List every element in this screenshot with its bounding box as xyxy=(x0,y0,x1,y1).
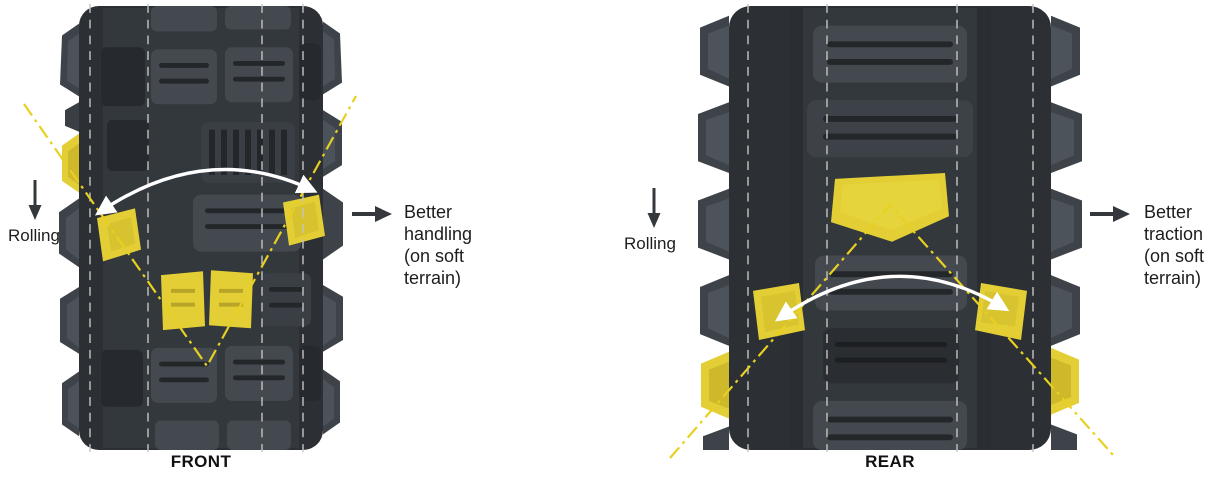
rear-rolling-label: Rolling xyxy=(624,234,676,253)
rear-right-shoulder-knobs xyxy=(1051,15,1082,451)
rear-caption: REAR xyxy=(865,452,915,471)
front-annotation-right-arrow-icon xyxy=(352,206,392,222)
rear-annotation: Better traction (on soft terrain) xyxy=(1144,202,1205,288)
rear-rolling-down-arrow-icon xyxy=(647,188,661,228)
front-rolling-down-arrow-icon xyxy=(28,180,42,220)
rear-tire-illustration xyxy=(698,4,1082,452)
front-right-shoulder-knobs xyxy=(323,21,343,435)
front-tire-diagram: Rolling Better handling (on soft terrain… xyxy=(0,0,560,482)
front-left-shoulder-knobs xyxy=(59,23,79,437)
front-rolling-label: Rolling xyxy=(8,226,60,245)
rear-tire-diagram: Rolling Better traction (on soft terrain… xyxy=(620,0,1214,482)
front-caption: FRONT xyxy=(170,452,232,471)
front-tire-illustration xyxy=(59,4,343,452)
rear-left-shoulder-knobs xyxy=(698,15,729,451)
rear-annotation-right-arrow-icon xyxy=(1090,206,1130,222)
front-annotation: Better handling (on soft terrain) xyxy=(404,202,473,288)
